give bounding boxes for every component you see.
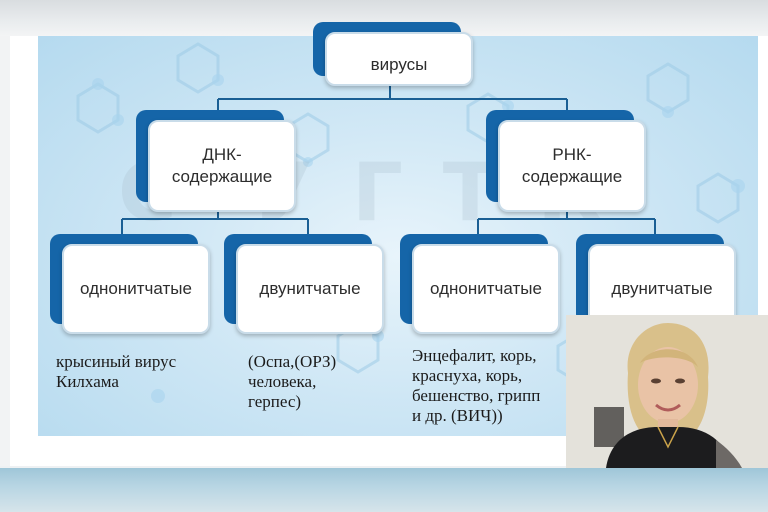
node-rna: РНК- содержащие [486, 110, 646, 212]
note-rna-single: Энцефалит, корь, краснуха, корь, бешенст… [412, 346, 541, 425]
bottom-blurred-edge [0, 468, 768, 512]
node-rna-label: РНК- содержащие [498, 120, 646, 212]
note-dna-single: крысиный вирус Килхама [56, 352, 177, 391]
note-dna-double: (Оспа,(ОРЗ) человека, герпес) [248, 352, 337, 411]
presenter-figure [566, 315, 768, 468]
node-root-label: вирусы [325, 32, 473, 86]
node-dna: ДНК- содержащие [136, 110, 296, 212]
node-dna-double-label: двунитчатые [236, 244, 384, 334]
node-dna-label: ДНК- содержащие [148, 120, 296, 212]
presentation-slide: С У Г Т К вирусы ДНК- содержащие РНК- со… [10, 22, 768, 466]
node-rna-single: однонитчатые [400, 234, 560, 334]
presenter-video-feed [566, 315, 768, 468]
left-frame [0, 36, 10, 466]
node-dna-single: однонитчатые [50, 234, 210, 334]
node-dna-single-label: однонитчатые [62, 244, 210, 334]
node-rna-single-label: однонитчатые [412, 244, 560, 334]
node-dna-double: двунитчатые [224, 234, 384, 334]
node-root: вирусы [313, 22, 473, 86]
